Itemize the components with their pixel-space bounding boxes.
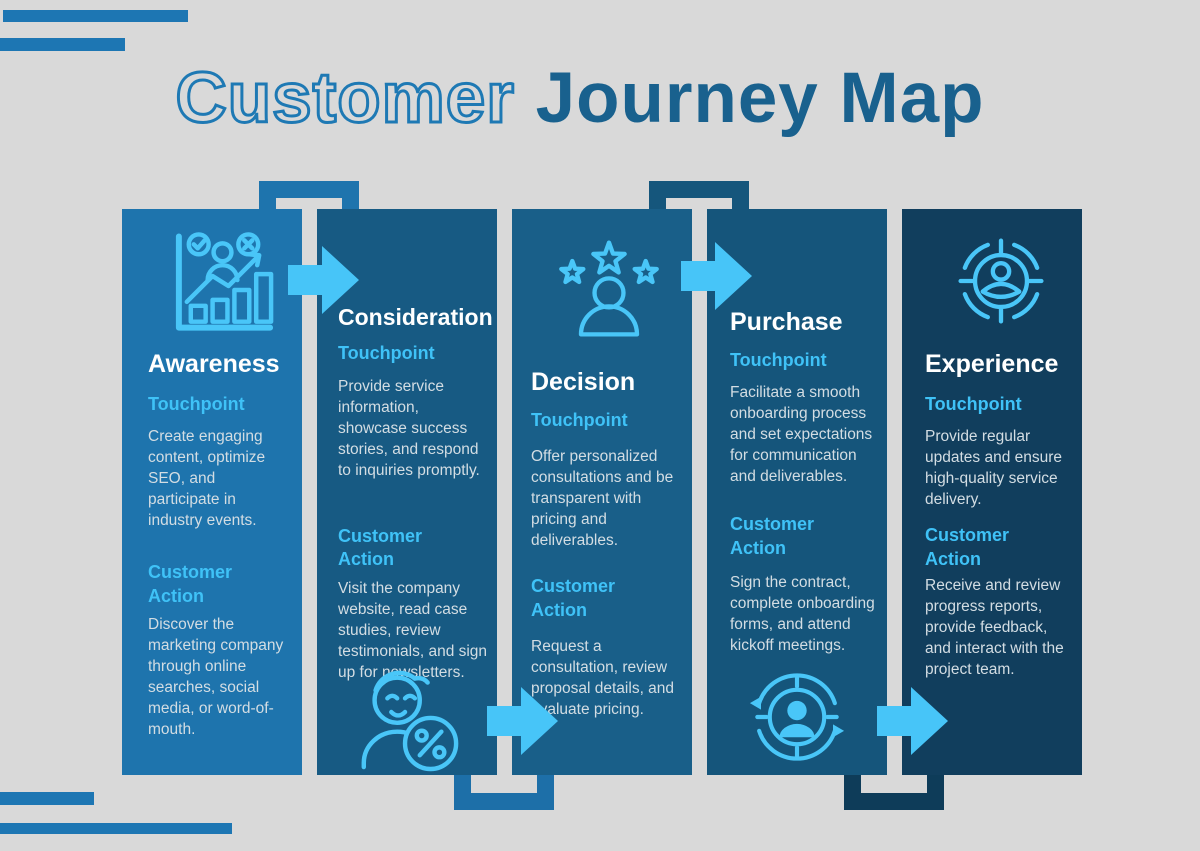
stage-panel-experience: Experience Touchpoint Provide regular up… — [902, 209, 1082, 775]
customer-action-text: Discover the marketing company through o… — [148, 616, 284, 739]
touchpoint-label: Touchpoint — [925, 393, 1022, 414]
flow-arrow-icon-4 — [877, 687, 948, 755]
customer-focus-target-icon — [957, 238, 1044, 324]
person-stars-rating-icon — [558, 240, 659, 337]
touchpoint-text: Offer personalized consultations and be … — [531, 447, 674, 550]
decor-bar-top-1 — [3, 10, 188, 22]
connector-bracket-bottom-2 — [844, 774, 944, 810]
customer-action-label: Customer Action — [338, 526, 423, 570]
flow-arrow-icon-2 — [681, 242, 752, 310]
stage-name: Experience — [925, 350, 1059, 378]
stage-panel-awareness: Awareness Touchpoint Create engaging con… — [122, 209, 302, 775]
customer-action-text: Request a consultation, review proposal … — [531, 638, 675, 719]
stage-panel-decision: Decision Touchpoint Offer personalized c… — [512, 209, 692, 775]
touchpoint-label: Touchpoint — [148, 393, 245, 414]
decor-bar-top-2 — [0, 38, 125, 51]
touchpoint-text: Provide service information, showcase su… — [338, 377, 480, 479]
customer-onboarding-cycle-icon — [749, 673, 845, 761]
decor-bar-bottom-2 — [0, 823, 232, 834]
flow-arrow-icon-3 — [487, 687, 558, 755]
customer-action-text: Receive and review progress reports, pro… — [925, 576, 1064, 679]
customer-action-label: Customer Action — [730, 514, 815, 558]
connector-bracket-top-2 — [649, 181, 749, 210]
stage-name: Purchase — [730, 308, 843, 336]
touchpoint-label: Touchpoint — [338, 343, 435, 364]
touchpoint-text: Facilitate a smooth onboarding process a… — [730, 383, 873, 486]
touchpoint-text: Create engaging content, optimize SEO, a… — [148, 427, 266, 530]
title-solid-text: Journey Map — [535, 59, 985, 138]
flow-arrow-icon-1 — [288, 246, 359, 314]
stage-name: Consideration — [338, 304, 493, 330]
customer-action-label: Customer Action — [148, 562, 233, 606]
page-title: Customer Journey Map — [0, 58, 1160, 140]
connector-bracket-bottom-1 — [454, 774, 554, 810]
stage-panel-consideration: Consideration Touchpoint Provide service… — [317, 209, 497, 775]
stage-name: Awareness — [148, 350, 280, 378]
stage-panel-purchase: Purchase Touchpoint Facilitate a smooth … — [707, 209, 887, 775]
touchpoint-text: Provide regular updates and ensure high-… — [925, 427, 1063, 509]
customer-action-label: Customer Action — [925, 525, 1010, 569]
touchpoint-label: Touchpoint — [730, 349, 827, 370]
decor-bar-bottom-1 — [0, 792, 94, 805]
stage-name: Decision — [531, 368, 636, 396]
customer-action-label: Customer Action — [531, 576, 616, 620]
title-outline-text: Customer — [174, 58, 515, 140]
touchpoint-label: Touchpoint — [531, 409, 628, 430]
connector-bracket-top-1 — [259, 181, 359, 210]
customer-discount-icon — [361, 670, 459, 772]
customer-action-text: Sign the contract, complete onboarding f… — [730, 574, 875, 655]
audience-growth-chart-icon — [175, 232, 273, 331]
